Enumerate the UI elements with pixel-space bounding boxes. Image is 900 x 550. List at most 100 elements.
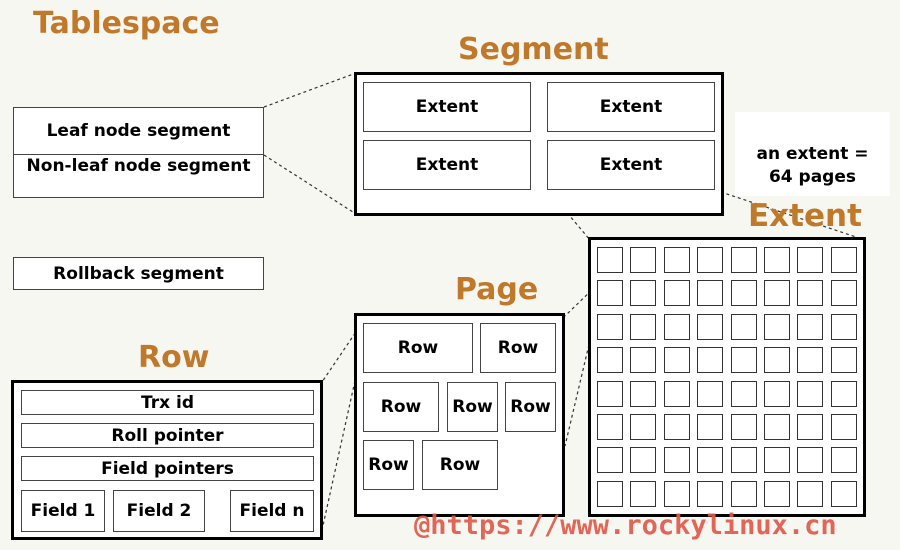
extent-page-cell [831,381,857,407]
extent-page-cell [731,347,757,373]
extent-page-cell [731,414,757,440]
segment-extent: Extent [547,82,715,132]
extent-page-cell [664,280,690,306]
extent-page-cell [764,314,790,340]
extent-page-cell [697,447,723,473]
extent-page-cell [797,381,823,407]
segment-extent: Extent [547,140,715,190]
extent-page-cell [630,314,656,340]
segment-extent-label: Extent [599,97,663,117]
page-row-label: Row [397,338,439,358]
extent-page-cell [831,414,857,440]
extent-page-cell [831,347,857,373]
page-row-label: Row [497,338,539,358]
extent-page-cell [797,447,823,473]
extent-page-cell [731,280,757,306]
page-row: Row [363,440,414,490]
extent-page-cell [831,280,857,306]
extent-page-cell [597,314,623,340]
extent-page-cell [664,247,690,273]
extent-page-cell [630,280,656,306]
field-n-label: Field n [239,501,305,521]
segment-extent: Extent [363,82,531,132]
extent-note-line2: 64 pages [768,167,857,187]
segment-extent-label: Extent [599,155,663,175]
tablespace-title: Tablespace [33,6,220,41]
extent-page-cell [697,414,723,440]
segment-extent-label: Extent [415,97,479,117]
extent-note-line1: an extent = [756,144,869,164]
extent-page-cell [764,447,790,473]
extent-page-cell [664,481,690,507]
field-pointers-label: Field pointers [101,458,234,479]
leaf-node-segment-label: Leaf node segment [46,121,231,141]
extent-page-cell [797,481,823,507]
extent-page-cell [764,247,790,273]
extent-page-cell [597,280,623,306]
extent-page-cell [597,381,623,407]
extent-page-cell [731,314,757,340]
page-row: Row [363,323,473,373]
extent-page-cell [597,247,623,273]
extent-page-cell [630,347,656,373]
non-leaf-node-segment-label: Non-leaf node segment [26,156,251,176]
page-row-label: Row [368,455,409,475]
extent-page-cell [764,481,790,507]
extent-page-cell [831,447,857,473]
extent-title: Extent [748,198,862,234]
page-row: Row [480,323,556,373]
extent-page-cell [764,414,790,440]
extent-page-cell [630,414,656,440]
extent-page-cell [630,247,656,273]
extent-page-cell [664,381,690,407]
page-row-label: Row [439,455,481,475]
rollback-segment: Rollback segment [13,257,264,290]
roll-pointer-field: Roll pointer [21,423,314,448]
extent-page-cell [664,347,690,373]
extent-page-cell [797,247,823,273]
field-2-field: Field 2 [113,490,205,532]
extent-page-cell [664,414,690,440]
extent-page-cell [597,414,623,440]
page-row: Row [505,382,556,432]
page-row: Row [447,382,498,432]
trx-id-field: Trx id [21,390,314,415]
extent-page-cell [764,381,790,407]
extent-page-cell [597,481,623,507]
field-2-label: Field 2 [126,501,192,521]
extent-page-cell [831,481,857,507]
row-title: Row [138,340,210,375]
extent-page-cell [697,481,723,507]
extent-page-cell [597,347,623,373]
extent-page-cell [731,247,757,273]
extent-frame [588,237,866,517]
field-1-label: Field 1 [30,501,96,521]
segment-title: Segment [458,32,609,67]
extent-page-cell [697,381,723,407]
extent-page-cell [731,481,757,507]
page-title: Page [455,272,539,307]
extent-page-cell [797,347,823,373]
extent-size-note: an extent = 64 pages [735,112,890,196]
field-1-field: Field 1 [21,490,105,532]
extent-page-cell [831,247,857,273]
page-row: Row [422,440,498,490]
segment-extent: Extent [363,140,531,190]
trx-id-label: Trx id [141,392,194,413]
watermark-url: @https://www.rockylinux.cn [414,510,837,541]
extent-page-cell [697,314,723,340]
extent-page-cell [630,481,656,507]
extent-page-cell [597,447,623,473]
extent-page-cell [797,414,823,440]
extent-page-cell [797,314,823,340]
extent-page-cell [664,447,690,473]
extent-page-cell [731,447,757,473]
page-row-label: Row [380,397,422,417]
extent-page-cell [797,280,823,306]
extent-page-cell [764,347,790,373]
rollback-segment-label: Rollback segment [53,263,224,284]
extent-page-cell [697,247,723,273]
extent-page-cell [697,347,723,373]
extent-page-cell [831,314,857,340]
leaf-node-segment: Leaf node segment [13,107,264,155]
